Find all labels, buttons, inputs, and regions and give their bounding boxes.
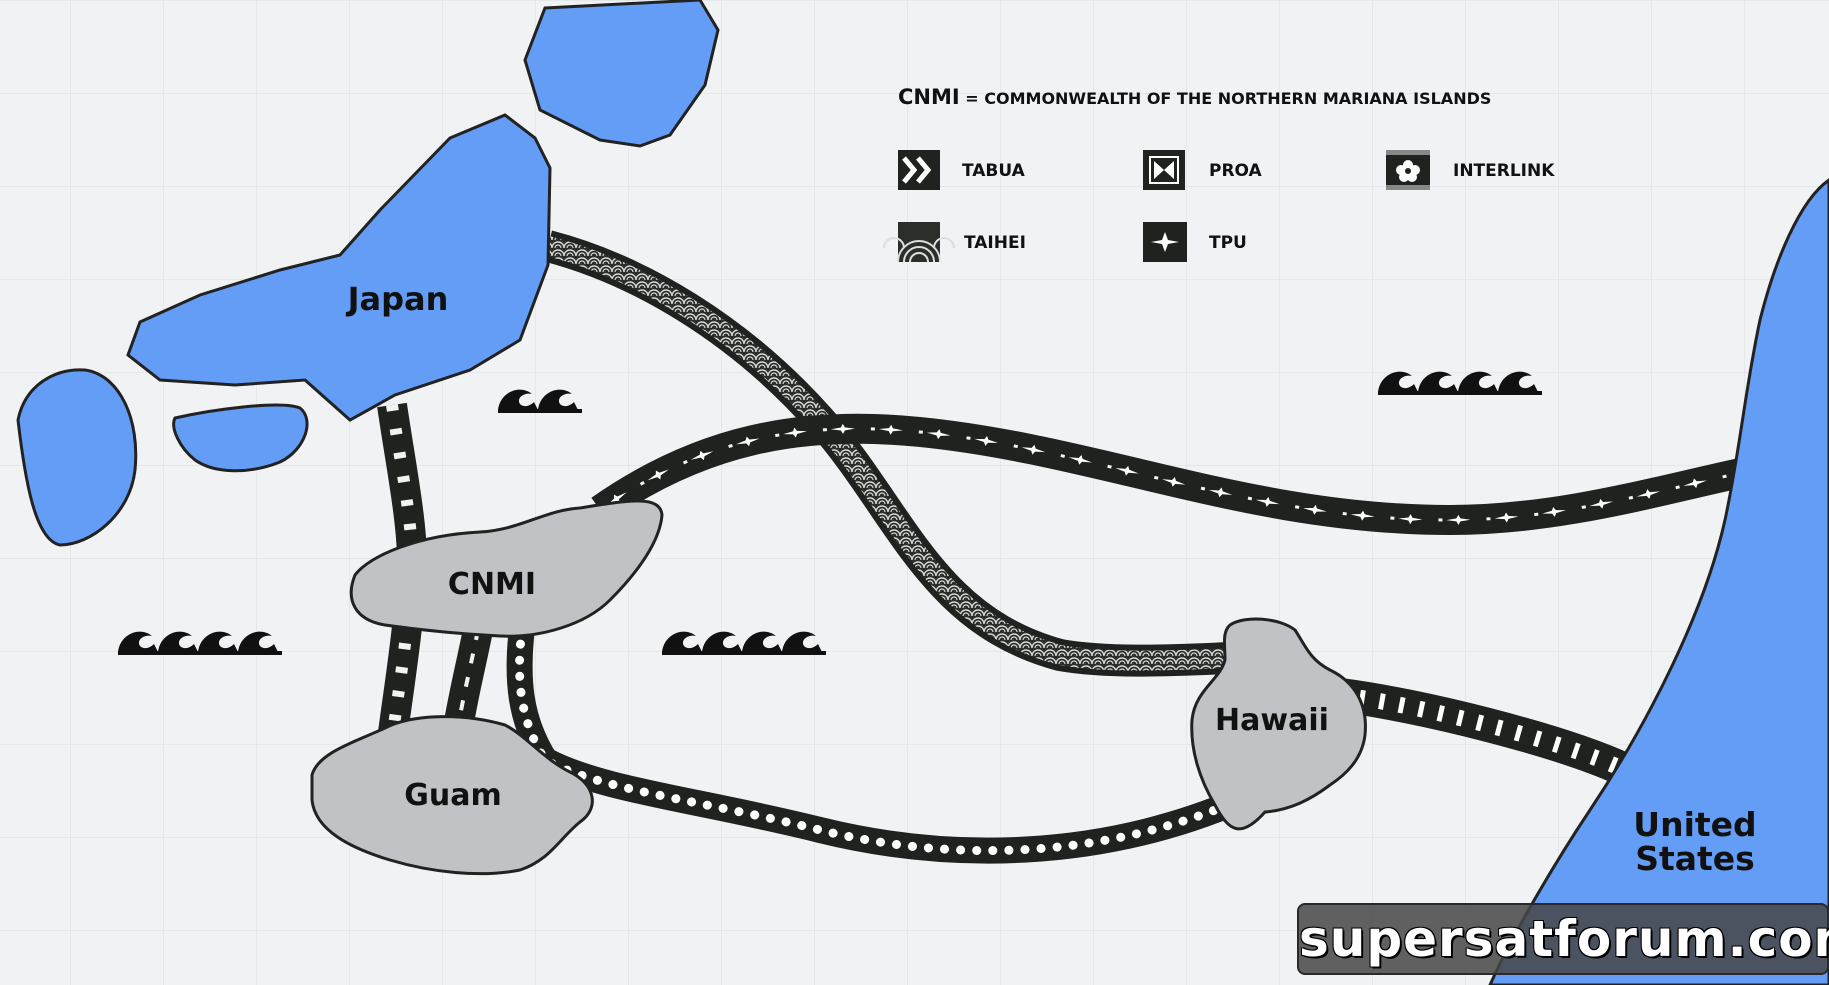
tpu-star-mark (1683, 478, 1707, 489)
tpu-star-mark (878, 424, 903, 435)
legend: CNMI = COMMONWEALTH OF THE NORTHERN MARI… (883, 85, 1555, 263)
tpu-star-mark (830, 423, 855, 434)
wave-icon (662, 631, 826, 655)
tpu-star-mark (783, 427, 808, 438)
cable-taihei (543, 230, 1231, 677)
legend-label-tpu: TPU (1209, 233, 1247, 253)
tpu-star-mark (926, 429, 951, 440)
tpu-star-mark (690, 450, 714, 461)
wave-icon (498, 389, 582, 413)
island-cnmi (349, 499, 664, 638)
legend-label-taihei: TAIHEI (964, 233, 1026, 253)
tpu-star-mark (974, 435, 999, 446)
cable-interlink (506, 623, 1246, 864)
landmass-north (523, 0, 720, 148)
island-guam (310, 715, 594, 876)
label-cnmi: CNMI (448, 567, 536, 602)
landmass-west-island (16, 368, 138, 547)
wave-icon (1378, 371, 1542, 395)
legend-label-proa: PROA (1209, 161, 1263, 181)
landmass-south-island (172, 403, 309, 473)
tpu-star-mark (1350, 510, 1375, 521)
tpu-star-mark (736, 436, 760, 447)
tpu-star-mark (1636, 489, 1661, 499)
tpu-star-mark (1255, 496, 1280, 507)
tpu-star-mark (1446, 514, 1471, 525)
tpu-star-mark (1162, 477, 1186, 487)
tpu-star-mark (1021, 444, 1046, 455)
tpu-star-mark (1303, 504, 1327, 515)
legend-label-tabua: TABUA (962, 161, 1026, 181)
legend-header: CNMI = COMMONWEALTH OF THE NORTHERN MARI… (898, 85, 1491, 109)
wave-icon (118, 631, 282, 655)
tpu-star-mark (1542, 506, 1566, 517)
tpu-star-mark (1398, 514, 1423, 525)
legend-header-rest: = COMMONWEALTH OF THE NORTHERN MARIANA I… (960, 89, 1492, 108)
tpu-star-mark (647, 469, 669, 481)
cable-tabua-hawaii-us (1337, 678, 1633, 786)
tpu-star-mark (1494, 512, 1519, 523)
flower-icon (1386, 150, 1430, 190)
watermark: supersatforum.com (1297, 903, 1829, 975)
tpu-star-mark (1589, 498, 1614, 509)
landmass-japan (126, 113, 552, 422)
proa-icon (1143, 150, 1185, 190)
landmass-united-states (1488, 178, 1829, 985)
island-hawaii (1190, 617, 1367, 831)
tpu-star-mark (1208, 487, 1233, 498)
scallop-wave-icon (883, 222, 955, 263)
double-chevron-icon (898, 150, 940, 190)
label-united-states-line1: United (1633, 805, 1756, 844)
label-guam: Guam (404, 778, 502, 813)
land-masses (16, 0, 1829, 985)
label-japan: Japan (346, 280, 449, 318)
legend-label-interlink: INTERLINK (1453, 161, 1555, 181)
tpu-star-mark (1115, 465, 1139, 476)
label-hawaii: Hawaii (1215, 703, 1329, 738)
legend-header-bold: CNMI (898, 85, 960, 109)
tpu-star-mark (1068, 455, 1093, 465)
label-united-states-line2: States (1635, 839, 1755, 878)
wave-decorations (118, 371, 1542, 655)
tpu-star-marks (606, 423, 1707, 525)
four-point-star-icon (1143, 222, 1187, 262)
